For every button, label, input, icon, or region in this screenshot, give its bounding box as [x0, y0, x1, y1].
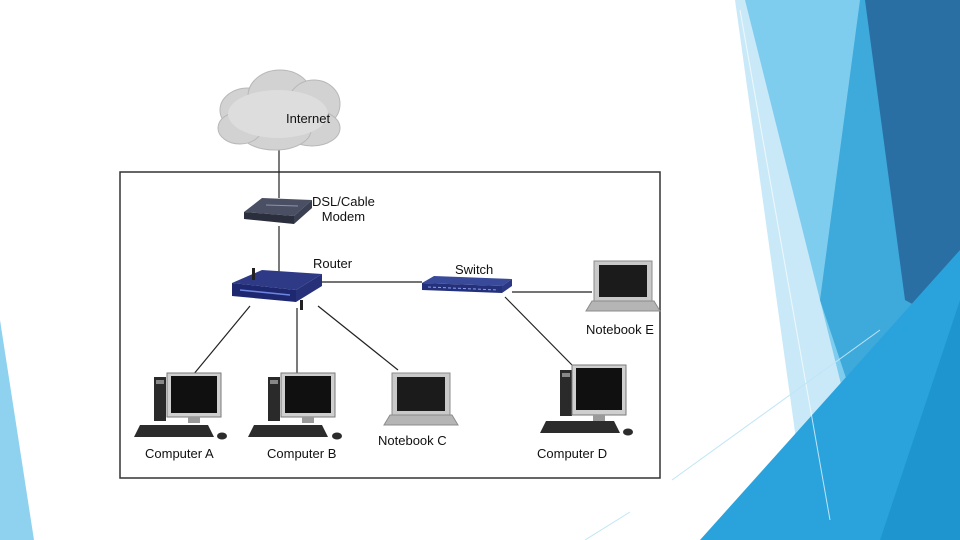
deco-bottom-triangle — [700, 250, 960, 540]
deco-line — [584, 511, 631, 540]
desktop-computer-icon-b — [248, 372, 342, 440]
switch-icon — [422, 276, 512, 293]
desktop-computer-icon-a — [134, 372, 227, 440]
modem-icon — [244, 198, 312, 224]
laptop-icon-c — [383, 372, 459, 426]
label-computer-b: Computer B — [267, 446, 337, 461]
cloud-fill — [228, 90, 328, 138]
desktop-computer-icon-d — [540, 364, 633, 436]
label-computer-d: Computer D — [537, 446, 608, 461]
deco-line — [671, 329, 881, 481]
link-router-notebook-c — [317, 305, 399, 371]
network-links — [192, 148, 592, 376]
label-notebook-c: Notebook C — [378, 433, 447, 448]
router-icon — [232, 268, 322, 310]
label-computer-a: Computer A — [145, 446, 214, 461]
link-router-computer-a — [192, 305, 251, 376]
deco-left-sliver — [0, 320, 34, 540]
label-notebook-e: Notebook E — [586, 322, 654, 337]
deco-bottom-dark — [880, 300, 960, 540]
label-router: Router — [313, 256, 353, 271]
link-switch-computer-d — [504, 296, 573, 366]
deco-line — [739, 9, 831, 521]
label-modem: DSL/Cable Modem — [312, 194, 375, 224]
label-switch: Switch — [455, 262, 494, 277]
laptop-icon-e — [585, 260, 661, 312]
deco-dark-triangle — [865, 0, 960, 330]
label-internet: Internet — [286, 111, 331, 126]
